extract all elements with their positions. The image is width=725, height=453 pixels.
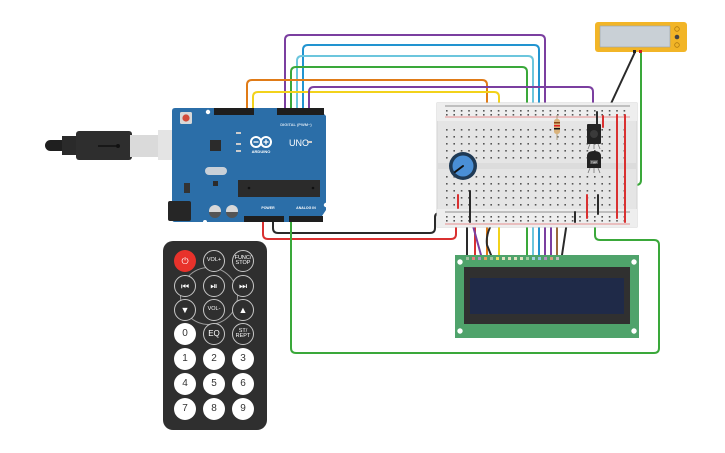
digital-label: DIGITAL (PWM~) <box>280 122 312 127</box>
remote-button-1[interactable]: 1 <box>174 348 196 370</box>
atmega-chip <box>238 180 320 197</box>
wire-green-top[interactable] <box>290 66 528 256</box>
lcd-screen <box>470 278 624 314</box>
remote-button-3[interactable]: 3 <box>232 348 254 370</box>
wire-purple-top[interactable] <box>284 34 546 256</box>
lcd-pin[interactable] <box>478 257 481 260</box>
breadboard-holes <box>446 110 626 222</box>
wire-lightblue-top[interactable] <box>296 55 534 256</box>
remote-button-label: 8 <box>211 403 217 414</box>
remote-button-label: 1 <box>182 353 188 364</box>
down-arrow-icon: ▼ <box>180 304 190 315</box>
power-jack <box>168 201 191 221</box>
remote-button-next[interactable]: ⏭ <box>232 275 254 297</box>
remote-button-label: 4 <box>182 378 188 389</box>
remote-button-up[interactable]: ▲ <box>232 299 254 321</box>
power-label: POWER <box>261 206 275 210</box>
lcd-pin[interactable] <box>490 257 493 260</box>
tmp-label: TMP <box>591 160 597 164</box>
lcd-pin[interactable] <box>484 257 487 260</box>
lcd-pin[interactable] <box>472 257 475 260</box>
wire-black-gnd[interactable] <box>272 212 455 234</box>
remote-button-2[interactable]: 2 <box>203 348 225 370</box>
temperature-sensor[interactable]: TMP <box>587 151 601 174</box>
potentiometer-knob-indicator <box>454 165 464 173</box>
lcd-pin[interactable] <box>508 257 511 260</box>
wire-purple-2[interactable] <box>308 86 594 131</box>
remote-button-func-stop[interactable]: FUNC/ STOP <box>232 250 254 272</box>
remote-button-6[interactable]: 6 <box>232 373 254 395</box>
lcd-pin[interactable] <box>544 257 547 260</box>
meter-screen <box>599 25 671 48</box>
lcd-pin[interactable] <box>520 257 523 260</box>
voltmeter-display[interactable] <box>595 22 687 53</box>
remote-button-label: 7 <box>182 403 188 414</box>
remote-button-label: 0 <box>182 328 188 339</box>
remote-button-label: 2 <box>211 353 217 364</box>
lcd-pin[interactable] <box>550 257 553 260</box>
remote-button-vol-down[interactable]: VOL- <box>203 299 225 321</box>
wire-green-analog[interactable] <box>290 199 660 354</box>
lcd-pin[interactable] <box>538 257 541 260</box>
potentiometer[interactable] <box>449 152 477 180</box>
wire-red-5v[interactable] <box>262 221 457 240</box>
remote-button-label: 6 <box>240 378 246 389</box>
up-arrow-icon: ▲ <box>238 304 248 315</box>
lcd-display[interactable] <box>455 255 639 338</box>
lcd-pin[interactable] <box>496 257 499 260</box>
wire-black-meter[interactable] <box>607 51 636 111</box>
wire-orange-top[interactable] <box>246 79 488 256</box>
remote-button-9[interactable]: 9 <box>232 398 254 420</box>
remote-button-label: 5 <box>211 378 217 389</box>
lcd-pin[interactable] <box>526 257 529 260</box>
remote-button-power[interactable]: ⏻ <box>174 250 196 272</box>
remote-button-st-rept[interactable]: ST/ REPT <box>232 323 254 345</box>
breadboard-jumpers <box>457 111 626 223</box>
remote-button-4[interactable]: 4 <box>174 373 196 395</box>
wire-blue-top[interactable] <box>302 44 540 256</box>
remote-button-0[interactable]: 0 <box>174 323 196 345</box>
remote-button-7[interactable]: 7 <box>174 398 196 420</box>
resistor[interactable] <box>554 115 560 140</box>
analog-label: ANALOG IN <box>296 206 316 210</box>
lcd-pin[interactable] <box>466 257 469 260</box>
power-icon: ⏻ <box>181 255 189 266</box>
remote-button-down[interactable]: ▼ <box>174 299 196 321</box>
arduino-logo <box>250 136 272 148</box>
lcd-pin[interactable] <box>556 257 559 260</box>
remote-button-label: FUNC/ STOP <box>234 254 252 266</box>
arduino-brand: ARDUINO <box>252 149 271 154</box>
remote-button-play-pause[interactable]: ⏯ <box>203 275 225 297</box>
remote-button-8[interactable]: 8 <box>203 398 225 420</box>
lcd-pin[interactable] <box>502 257 505 260</box>
usb-symbol-icon <box>116 144 120 148</box>
skip-forward-icon: ⏭ <box>238 280 248 291</box>
play-pause-icon: ⏯ <box>210 280 218 291</box>
remote-button-label: VOL- <box>207 306 221 313</box>
lcd-pin-header <box>466 257 559 260</box>
reset-button[interactable] <box>182 114 190 122</box>
remote-button-label: VOL+ <box>206 257 222 264</box>
lcd-pin[interactable] <box>532 257 535 260</box>
skip-back-icon: ⏮ <box>180 280 190 291</box>
remote-button-5[interactable]: 5 <box>203 373 225 395</box>
wire-yellow-top[interactable] <box>252 91 500 256</box>
remote-button-label: 9 <box>240 403 246 414</box>
arduino-uno-board[interactable]: DIGITAL (PWM~) ARDUINO UNO <box>168 108 329 224</box>
usb-cable[interactable] <box>45 130 178 160</box>
arduino-model: UNO <box>289 138 309 148</box>
remote-button-vol-up[interactable]: VOL+ <box>203 250 225 272</box>
remote-button-prev[interactable]: ⏮ <box>174 275 196 297</box>
lcd-pin[interactable] <box>514 257 517 260</box>
remote-button-label: EQ <box>208 329 220 338</box>
remote-button-label: 3 <box>240 353 246 364</box>
remote-button-eq[interactable]: EQ <box>203 323 225 345</box>
ir-receiver[interactable] <box>587 124 601 150</box>
remote-button-label: ST/ REPT <box>235 327 251 339</box>
